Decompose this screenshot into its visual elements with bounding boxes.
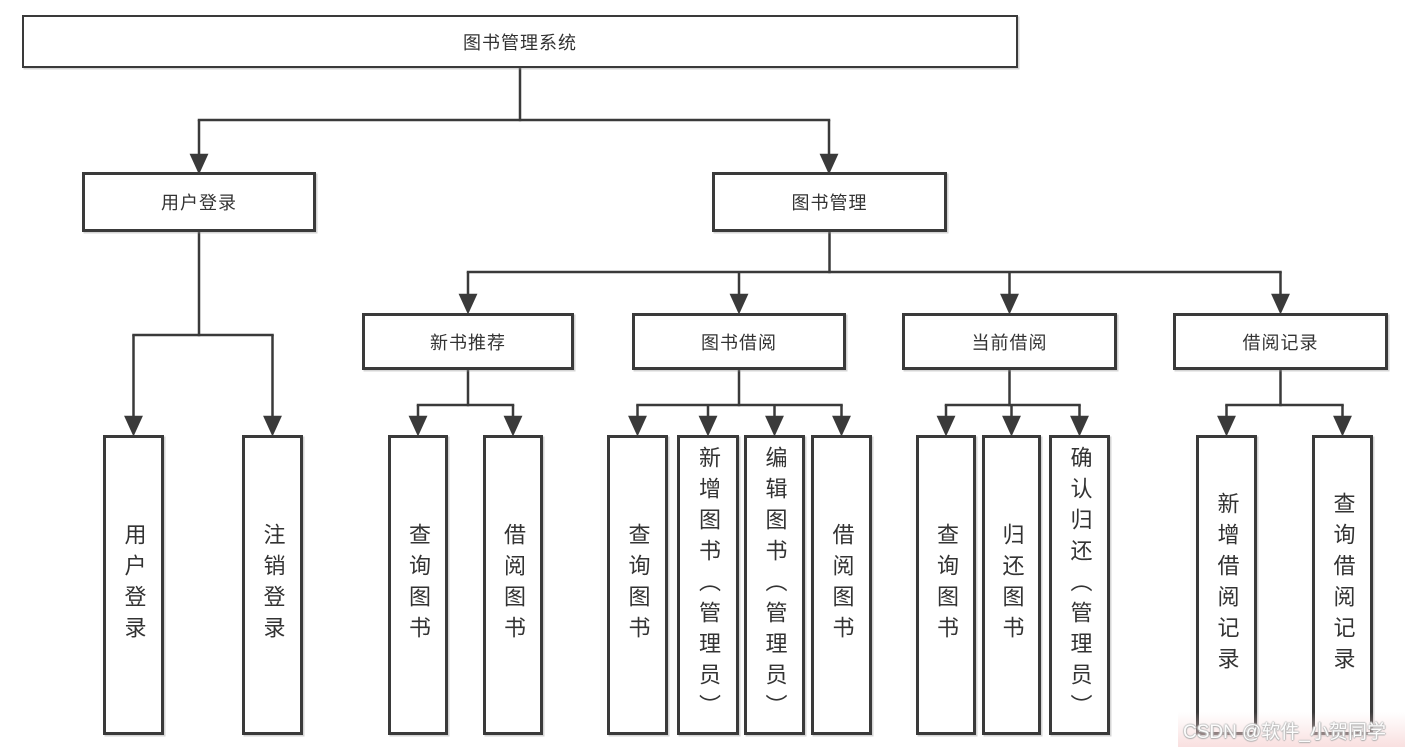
leaf-query-book-recommend: 查询图书 bbox=[388, 435, 448, 735]
leaf-label: 借阅图书 bbox=[501, 523, 526, 647]
leaf-logout: 注销登录 bbox=[242, 435, 303, 735]
node-user-login: 用户登录 bbox=[82, 172, 316, 232]
leaf-label: 归还图书 bbox=[999, 523, 1025, 647]
leaf-add-book-admin: 新增图书（管理员） bbox=[677, 435, 739, 735]
node-label: 图书管理 bbox=[791, 193, 868, 213]
node-borrow-records: 借阅记录 bbox=[1173, 313, 1388, 370]
leaf-add-borrow-record: 新增借阅记录 bbox=[1196, 435, 1257, 735]
node-label: 图书管理系统 bbox=[463, 32, 577, 53]
node-label: 图书借阅 bbox=[701, 332, 777, 353]
leaf-label: 编辑图书（管理员） bbox=[762, 445, 788, 725]
node-new-book-recommend: 新书推荐 bbox=[362, 313, 574, 370]
node-label: 当前借阅 bbox=[971, 332, 1048, 353]
leaf-user-login: 用户登录 bbox=[103, 435, 164, 735]
leaf-borrow-book: 借阅图书 bbox=[811, 435, 872, 735]
leaf-query-book-current: 查询图书 bbox=[916, 435, 976, 735]
node-library-management-system: 图书管理系统 bbox=[22, 15, 1018, 68]
leaf-query-borrow-record: 查询借阅记录 bbox=[1312, 435, 1373, 735]
leaf-query-book-borrow: 查询图书 bbox=[607, 435, 668, 735]
leaf-label: 注销登录 bbox=[260, 523, 286, 647]
leaf-label: 查询图书 bbox=[625, 523, 651, 647]
leaf-confirm-return-admin: 确认归还（管理员） bbox=[1049, 435, 1110, 735]
node-book-borrow: 图书借阅 bbox=[632, 313, 846, 370]
leaf-label: 查询图书 bbox=[406, 523, 431, 647]
node-current-borrow: 当前借阅 bbox=[902, 313, 1117, 370]
leaf-label: 查询图书 bbox=[934, 523, 959, 647]
leaf-label: 用户登录 bbox=[121, 523, 147, 647]
leaf-return-book: 归还图书 bbox=[982, 435, 1041, 735]
leaf-label: 查询借阅记录 bbox=[1330, 492, 1356, 678]
leaf-borrow-book-recommend: 借阅图书 bbox=[483, 435, 543, 735]
watermark-highlight-band bbox=[1178, 712, 1405, 747]
leaf-label: 新增借阅记录 bbox=[1214, 492, 1240, 678]
node-book-management: 图书管理 bbox=[712, 172, 947, 232]
leaf-edit-book-admin: 编辑图书（管理员） bbox=[744, 435, 805, 735]
leaf-label: 借阅图书 bbox=[829, 523, 855, 647]
csdn-watermark: CSDN @软件_小贺同学 bbox=[1183, 722, 1386, 743]
node-label: 新书推荐 bbox=[430, 332, 506, 353]
node-label: 用户登录 bbox=[161, 193, 237, 213]
node-label: 借阅记录 bbox=[1242, 332, 1319, 353]
leaf-label: 确认归还（管理员） bbox=[1067, 445, 1093, 725]
leaf-label: 新增图书（管理员） bbox=[696, 445, 721, 725]
